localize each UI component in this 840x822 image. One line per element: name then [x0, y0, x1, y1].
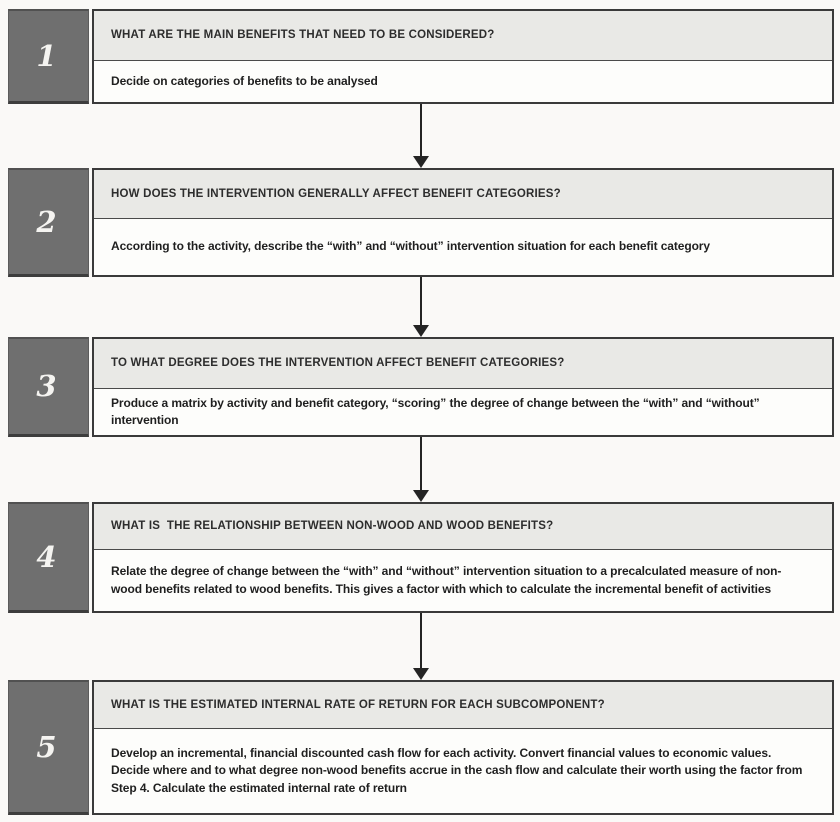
arrow-shaft: [420, 277, 422, 325]
step-action: Relate the degree of change between the …: [111, 564, 782, 596]
step-action-band: Produce a matrix by activity and benefit…: [94, 389, 832, 435]
step-action: Develop an incremental, financial discou…: [111, 746, 806, 795]
flow-arrow-2: [412, 277, 430, 337]
step-box-3: 3 TO WHAT DEGREE DOES THE INTERVENTION A…: [8, 337, 834, 437]
step-number-badge: 4: [8, 502, 89, 613]
step-question-band: HOW DOES THE INTERVENTION GENERALLY AFFE…: [94, 170, 832, 219]
step-number: 1: [36, 38, 57, 73]
step-question-band: WHAT IS THE RELATIONSHIP BETWEEN NON-WOO…: [94, 504, 832, 550]
step-content-box: TO WHAT DEGREE DOES THE INTERVENTION AFF…: [92, 337, 834, 437]
step-box-5: 5 WHAT IS THE ESTIMATED INTERNAL RATE OF…: [8, 680, 834, 815]
step-action-band: Develop an incremental, financial discou…: [94, 729, 832, 813]
arrow-down-icon: [413, 490, 429, 502]
arrow-shaft: [420, 437, 422, 490]
step-question: WHAT ARE THE MAIN BENEFITS THAT NEED TO …: [111, 29, 495, 42]
step-number: 5: [36, 729, 57, 764]
flow-arrow-4: [412, 613, 430, 680]
arrow-shaft: [420, 104, 422, 156]
step-number-badge: 3: [8, 337, 89, 437]
step-content-box: WHAT ARE THE MAIN BENEFITS THAT NEED TO …: [92, 9, 834, 104]
arrow-down-icon: [413, 668, 429, 680]
step-box-2: 2 HOW DOES THE INTERVENTION GENERALLY AF…: [8, 168, 834, 277]
flow-arrow-3: [412, 437, 430, 502]
step-action: Decide on categories of benefits to be a…: [111, 73, 378, 88]
step-question: WHAT IS THE ESTIMATED INTERNAL RATE OF R…: [111, 698, 605, 711]
flow-arrow-1: [412, 104, 430, 168]
step-question-band: TO WHAT DEGREE DOES THE INTERVENTION AFF…: [94, 339, 832, 389]
step-number-badge: 5: [8, 680, 89, 815]
step-action: According to the activity, describe the …: [111, 239, 710, 254]
step-action-band: Relate the degree of change between the …: [94, 550, 832, 611]
step-content-box: WHAT IS THE RELATIONSHIP BETWEEN NON-WOO…: [92, 502, 834, 613]
step-number: 4: [36, 539, 57, 574]
step-action-band: According to the activity, describe the …: [94, 219, 832, 275]
arrow-down-icon: [413, 325, 429, 337]
step-number-badge: 1: [8, 9, 89, 104]
arrow-shaft: [420, 613, 422, 668]
step-number: 2: [36, 204, 57, 239]
step-box-1: 1 WHAT ARE THE MAIN BENEFITS THAT NEED T…: [8, 9, 834, 104]
step-question: WHAT IS THE RELATIONSHIP BETWEEN NON-WOO…: [111, 520, 554, 533]
step-box-4: 4 WHAT IS THE RELATIONSHIP BETWEEN NON-W…: [8, 502, 834, 613]
step-number-badge: 2: [8, 168, 89, 277]
step-question-band: WHAT ARE THE MAIN BENEFITS THAT NEED TO …: [94, 11, 832, 61]
step-action: Produce a matrix by activity and benefit…: [111, 395, 763, 427]
step-question: TO WHAT DEGREE DOES THE INTERVENTION AFF…: [111, 357, 565, 370]
arrow-down-icon: [413, 156, 429, 168]
step-content-box: WHAT IS THE ESTIMATED INTERNAL RATE OF R…: [92, 680, 834, 815]
step-question-band: WHAT IS THE ESTIMATED INTERNAL RATE OF R…: [94, 682, 832, 729]
step-number: 3: [36, 369, 57, 403]
step-action-band: Decide on categories of benefits to be a…: [94, 61, 832, 102]
step-content-box: HOW DOES THE INTERVENTION GENERALLY AFFE…: [92, 168, 834, 277]
step-question: HOW DOES THE INTERVENTION GENERALLY AFFE…: [111, 187, 561, 200]
